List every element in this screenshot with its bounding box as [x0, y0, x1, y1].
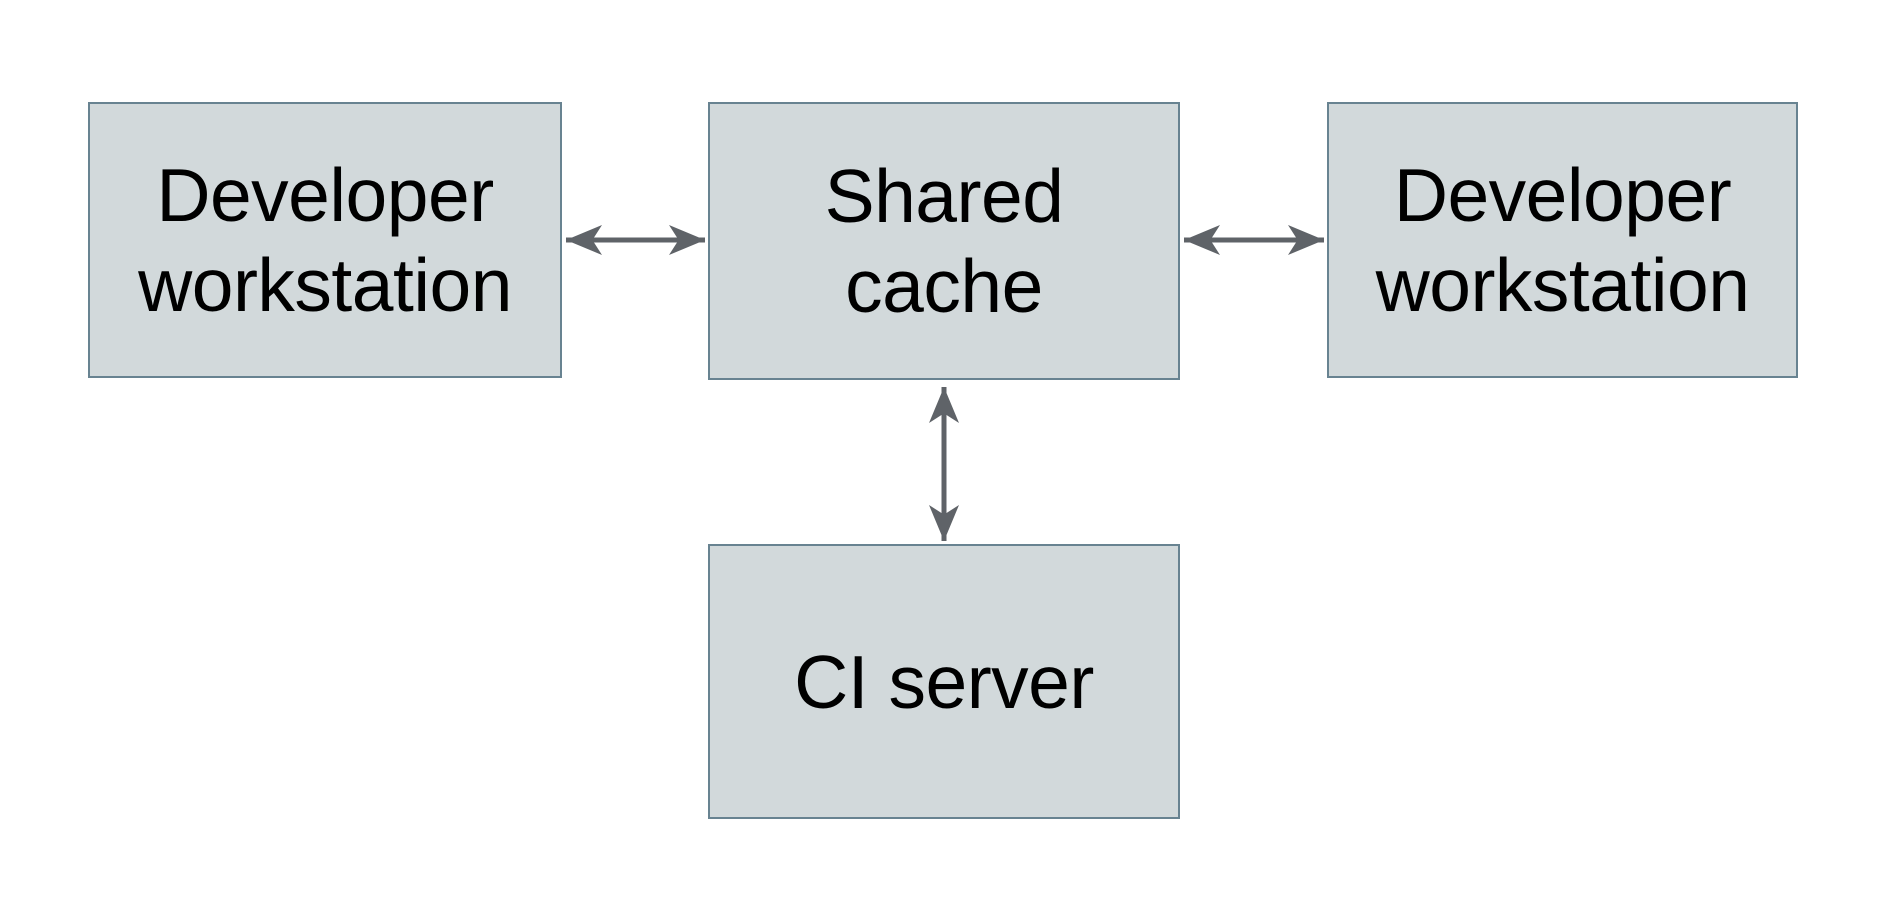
node-developer-workstation-left: Developer workstation [88, 102, 562, 378]
node-ci-server: CI server [708, 544, 1180, 819]
node-label: CI server [794, 639, 1094, 724]
node-developer-workstation-right: Developer workstation [1327, 102, 1798, 378]
node-label: Developer workstation [138, 153, 512, 327]
node-label: Developer workstation [1375, 153, 1750, 327]
node-label: Shared cache [824, 154, 1064, 328]
node-shared-cache: Shared cache [708, 102, 1180, 380]
